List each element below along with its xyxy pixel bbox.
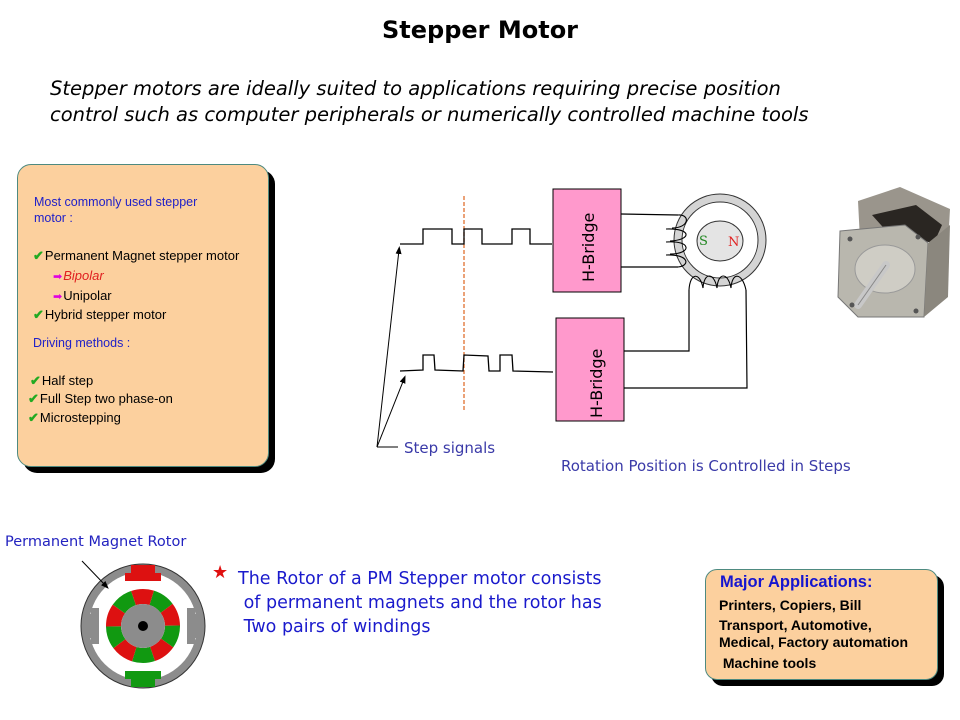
pm-rotor-label: Permanent Magnet Rotor: [5, 534, 187, 550]
pole-n-label: N: [728, 235, 739, 250]
rotor-magnet-segment: [132, 646, 155, 663]
check-icon: ✔: [28, 410, 39, 425]
pole-s-label: S: [699, 234, 708, 249]
type-item-pm: ✔Permanent Magnet stepper motor: [33, 248, 240, 263]
rotor-magnet-segment: [106, 626, 126, 649]
step-signals-label: Step signals: [404, 439, 496, 457]
driving-item-full-step: ✔Full Step two phase-on: [28, 391, 173, 406]
arrow-to-top-signal: [376, 246, 402, 448]
h-bridge-bottom-label: H-Bridge: [587, 349, 606, 418]
rotor-magnet-segment: [150, 638, 174, 662]
applications-title: Major Applications:: [720, 573, 873, 591]
star-icon: ★: [212, 562, 229, 583]
rotor-magnet-segment: [160, 603, 180, 626]
wire: [624, 289, 748, 389]
screw: [847, 236, 853, 242]
check-icon: ✔: [28, 391, 39, 406]
subtitle-line-1: Stepper motors are ideally suited to app…: [50, 77, 781, 100]
rotor-description-line-2: of permanent magnets and the rotor has: [238, 593, 602, 613]
rotor-shaft: [138, 621, 148, 631]
coil-bottom: [688, 275, 747, 291]
rotor-pointer-arrow: [81, 560, 109, 589]
rotor-magnet-segment: [112, 590, 136, 614]
applications-line: Machine tools: [719, 655, 817, 671]
step-signal-bottom: [399, 354, 554, 373]
arrow-right-icon: ➡: [53, 271, 63, 283]
driving-heading: Driving methods :: [33, 336, 131, 350]
stator-tooth-right: [187, 608, 203, 644]
wire: [624, 290, 690, 352]
rotor-magnet-segment: [160, 625, 181, 648]
check-icon: ✔: [33, 248, 44, 263]
pm-rotor-diagram: [80, 560, 206, 689]
arrow-to-bottom-signal: [376, 375, 406, 448]
rotor-magnet-segment: [131, 589, 154, 606]
applications-line: Printers, Copiers, Bill: [719, 597, 862, 613]
stator-tooth-bottom: [125, 671, 161, 687]
slide-subtitle: Stepper motors are ideally suited to app…: [50, 76, 930, 128]
check-icon: ✔: [33, 307, 44, 322]
applications-line: Medical, Factory automation: [719, 634, 909, 650]
applications-line: Transport, Automotive,: [719, 617, 872, 633]
slide-title: Stepper Motor: [381, 16, 579, 44]
h-bridge-top-label: H-Bridge: [579, 213, 598, 282]
driving-item-half-step: ✔Half step: [30, 373, 94, 388]
driving-item-microstepping: ✔Microstepping: [28, 410, 121, 425]
coil-left: [665, 214, 687, 268]
stepper-motor-photo: [837, 187, 950, 318]
stator-tooth-top: [125, 565, 161, 581]
rotor-magnet-segments: [105, 589, 181, 663]
check-icon: ✔: [30, 373, 41, 388]
rotor-magnet-segment: [149, 590, 173, 613]
step-signal-top: [400, 228, 552, 245]
type-item-unipolar: ➡Unipolar: [53, 288, 112, 303]
rotor-magnet-segment: [105, 604, 126, 627]
rotor-description: The Rotor of a PM Stepper motor consists…: [238, 567, 602, 639]
screw: [915, 234, 921, 240]
type-item-hybrid: ✔Hybrid stepper motor: [33, 307, 167, 322]
wire: [620, 213, 679, 216]
motor-side: [924, 225, 950, 317]
types-heading-line-2: motor :: [34, 211, 73, 225]
screw: [849, 302, 855, 308]
applications-panel: Major Applications: Printers, Copiers, B…: [705, 569, 938, 680]
motor-types-panel: Most commonly used stepper motor : ✔Perm…: [17, 164, 269, 467]
types-heading-line-1: Most commonly used stepper: [34, 195, 198, 209]
h-bridge-bottom: [555, 317, 625, 422]
rotation-caption: Rotation Position is Controlled in Steps: [561, 457, 851, 475]
screw: [913, 308, 919, 314]
rotor-magnet: [696, 220, 744, 262]
rotor-description-line-1: The Rotor of a PM Stepper motor consists: [238, 569, 602, 589]
arrow-right-icon: ➡: [53, 291, 63, 303]
subtitle-line-2: control such as computer peripherals or …: [50, 103, 809, 126]
rotor-description-line-3: Two pairs of windings: [238, 617, 431, 637]
stator-tooth-left: [83, 608, 99, 644]
rotor-magnet-segment: [113, 639, 137, 662]
h-bridge-top: [552, 188, 622, 293]
motor-shaft-edge: [857, 264, 887, 306]
type-item-bipolar: ➡Bipolar: [53, 268, 104, 283]
